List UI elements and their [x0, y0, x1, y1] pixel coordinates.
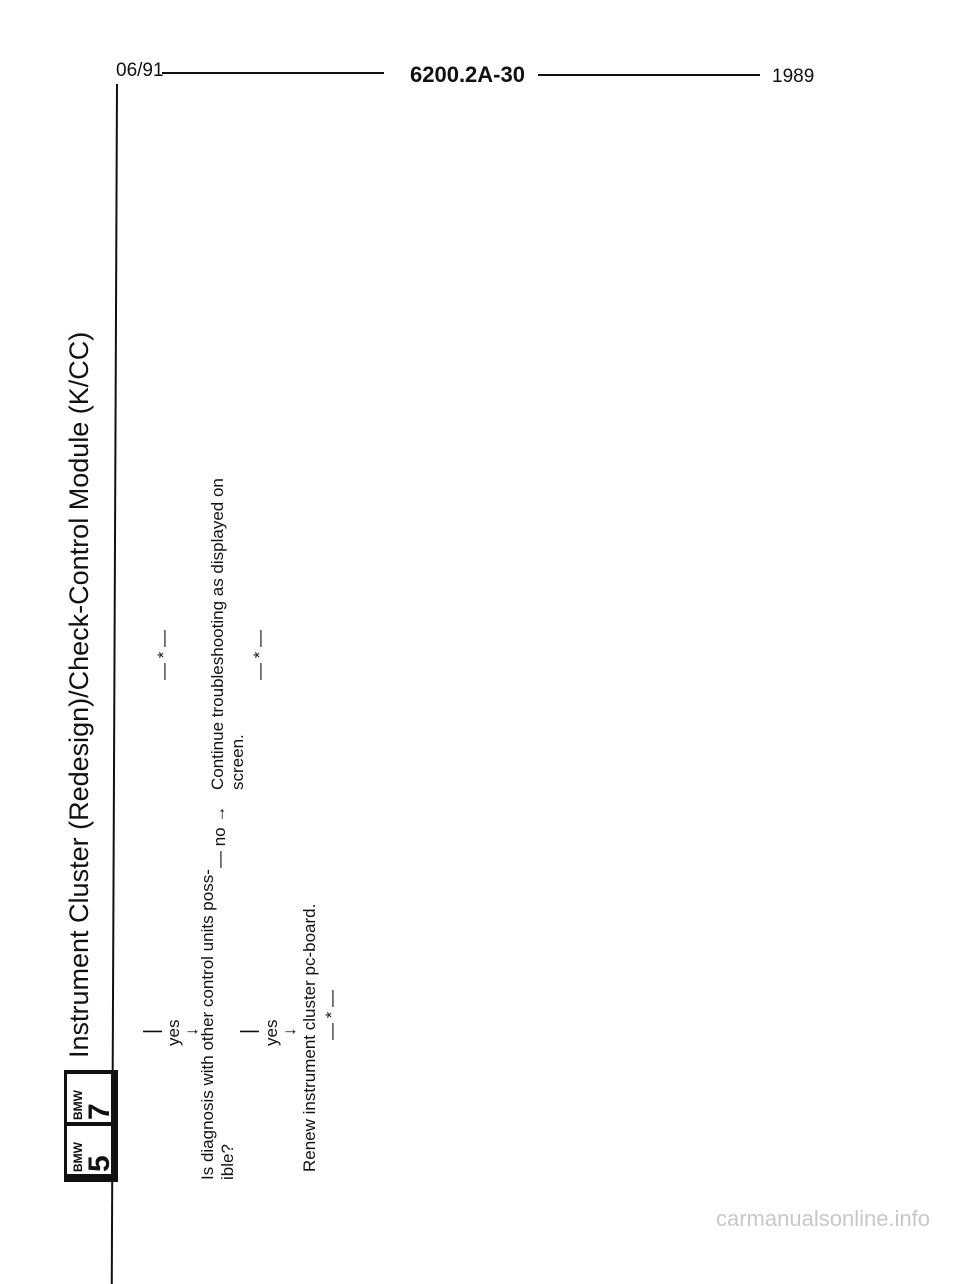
flow-bar-2: |: [238, 1028, 260, 1034]
end-marker-1: — * —: [154, 629, 173, 680]
end-marker-3: — * —: [322, 989, 341, 1040]
down-arrow-2-icon: ↓: [280, 1027, 299, 1037]
renew-instruction: Renew instrument cluster pc-board.: [300, 903, 319, 1172]
watermark: carmanualsonline.info: [716, 1206, 931, 1231]
badge-bmw-7: BMW 7: [67, 1074, 116, 1122]
yes-label-2: yes: [262, 1019, 281, 1046]
continue-text-line1: Continue troubleshooting as displayed on: [208, 478, 227, 790]
badge-number-5: 5: [83, 1155, 116, 1172]
end-marker-2: — * —: [250, 629, 269, 680]
model-badges: BMW 7 BMW 5: [64, 1070, 118, 1182]
no-branch-label: — no →: [210, 805, 229, 868]
badge-bmw-5: BMW 5: [67, 1126, 116, 1174]
question-text-line1: Is diagnosis with other control units po…: [198, 869, 217, 1180]
header-code: 6200.2A-30: [410, 62, 525, 87]
continue-text-line2: screen.: [228, 734, 247, 790]
question-text-line2: ible?: [218, 1144, 237, 1180]
header-rule-left: [162, 72, 384, 74]
page-title: Instrument Cluster (Redesign)/Check-Cont…: [64, 331, 94, 1058]
header-date: 06/91: [116, 60, 164, 81]
flow-bar-1: |: [141, 1028, 163, 1034]
yes-label-1: yes: [164, 1019, 183, 1046]
header-rule-right: [538, 74, 760, 76]
badge-number-7: 7: [83, 1103, 116, 1120]
header-year: 1989: [772, 66, 815, 87]
